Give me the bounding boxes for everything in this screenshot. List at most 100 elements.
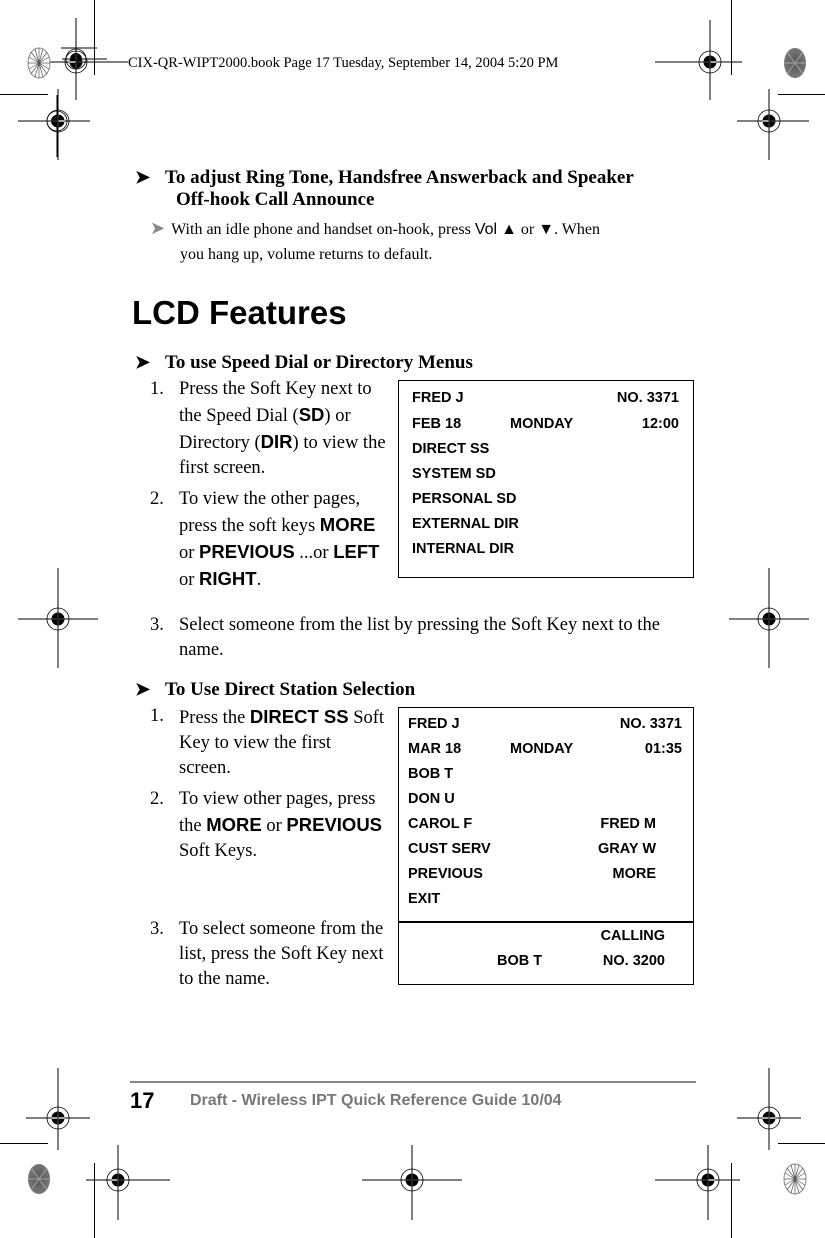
vol-key-label: Vol bbox=[474, 221, 498, 238]
text: ...or bbox=[294, 543, 334, 563]
text: To view other pages, press the bbox=[179, 789, 376, 836]
lcd-calling-name: BOB T bbox=[497, 953, 543, 969]
text: Press the bbox=[179, 708, 250, 728]
page-title: LCD Features bbox=[132, 294, 347, 331]
key-label: MORE bbox=[206, 814, 262, 835]
lcd-menu-personal-sd[interactable]: PERSONAL SD bbox=[412, 491, 517, 507]
key-label: PREVIOUS bbox=[286, 814, 383, 835]
heading-line: To Use Direct Station Selection bbox=[165, 679, 416, 700]
lcd-screen-dss: FRED J NO. 3371 MAR 18 MONDAY 01:35 BOB … bbox=[398, 707, 694, 985]
step-item: 2. To view the other pages, press the so… bbox=[142, 487, 387, 593]
lcd-previous-softkey[interactable]: PREVIOUS bbox=[408, 866, 483, 882]
key-label: LEFT bbox=[333, 541, 380, 562]
text: or bbox=[179, 543, 200, 563]
step-item: 3. To select someone from the list, pres… bbox=[142, 917, 387, 992]
text: ) to view the first screen. bbox=[179, 433, 386, 478]
step-number: 2. bbox=[150, 789, 164, 809]
step-text: To view other pages, press the MORE or P… bbox=[179, 787, 387, 864]
speed-dial-step-3: 3. Select someone from the list by press… bbox=[142, 613, 702, 669]
lcd-station-gray-w[interactable]: GRAY W bbox=[597, 841, 656, 857]
text: . When bbox=[554, 221, 601, 238]
crop-mark bbox=[778, 1143, 825, 1144]
key-label: PREVIOUS bbox=[199, 541, 295, 562]
lcd-extension: NO. 3371 bbox=[619, 716, 682, 732]
lcd-exit-softkey[interactable]: EXIT bbox=[408, 891, 441, 907]
procedure-heading-speed-dial: ➤ To use Speed Dial or Directory Menus bbox=[135, 351, 473, 374]
step-number: 2. bbox=[150, 489, 164, 509]
key-label: DIR bbox=[260, 431, 293, 452]
step-number: 1. bbox=[150, 379, 164, 399]
text: To view the other pages, press the soft … bbox=[179, 489, 361, 536]
lcd-date: MAR 18 bbox=[408, 741, 462, 757]
text: With an idle phone and handset on-hook, … bbox=[171, 221, 475, 238]
heading-line: To use Speed Dial or Directory Menus bbox=[165, 352, 473, 373]
text: . bbox=[256, 570, 262, 590]
lcd-menu-direct-ss[interactable]: DIRECT SS bbox=[412, 441, 490, 457]
lcd-time: 01:35 bbox=[644, 741, 682, 757]
arrow-right-icon: ➤ bbox=[135, 679, 151, 699]
lcd-station-cust-serv[interactable]: CUST SERV bbox=[408, 841, 491, 857]
footer-rule bbox=[130, 1081, 696, 1083]
text: you hang up, volume returns to default. bbox=[180, 246, 433, 263]
ring-tone-instruction: ➤ With an idle phone and handset on-hook,… bbox=[150, 216, 710, 267]
crop-mark bbox=[94, 1163, 95, 1238]
lcd-calling-label: CALLING bbox=[600, 928, 665, 944]
lcd-menu-system-sd[interactable]: SYSTEM SD bbox=[412, 466, 496, 482]
step-text: Press the Soft Key next to the Speed Dia… bbox=[179, 377, 387, 481]
crop-mark bbox=[731, 1163, 732, 1238]
starburst-mark-icon bbox=[783, 1163, 807, 1195]
lcd-menu-internal-dir[interactable]: INTERNAL DIR bbox=[412, 541, 515, 557]
heading-line: Off-hook Call Announce bbox=[176, 189, 375, 210]
procedure-heading-dss: ➤ To Use Direct Station Selection bbox=[135, 678, 415, 701]
gray-arrow-icon: ➤ bbox=[150, 218, 166, 238]
step-number: 3. bbox=[150, 919, 164, 939]
procedure-heading-ring-tone: ➤To adjust Ring Tone, Handsfree Answerba… bbox=[135, 166, 705, 211]
text: ) or Directory ( bbox=[179, 406, 351, 453]
step-number: 1. bbox=[150, 706, 164, 726]
step-text: To view the other pages, press the soft … bbox=[179, 487, 387, 593]
crop-mark bbox=[0, 1143, 48, 1144]
text: Soft Keys. bbox=[179, 841, 258, 861]
volume-up-icon: ▲ bbox=[501, 221, 517, 238]
lcd-user-name: FRED J bbox=[408, 716, 460, 732]
dss-steps: 1. Press the DIRECT SS Soft Key to view … bbox=[142, 704, 387, 870]
volume-down-icon: ▼ bbox=[538, 221, 555, 238]
text: Press the Soft Key next to the Speed Dia… bbox=[179, 379, 372, 426]
lcd-station-carol-f[interactable]: CAROL F bbox=[408, 816, 473, 832]
step-item: 1. Press the Soft Key next to the Speed … bbox=[142, 377, 387, 481]
key-label: MORE bbox=[319, 514, 376, 535]
footer-title: Draft - Wireless IPT Quick Reference Gui… bbox=[190, 1092, 562, 1109]
page-number: 17 bbox=[130, 1088, 155, 1113]
lcd-day: MONDAY bbox=[510, 416, 574, 432]
lcd-divider bbox=[399, 921, 693, 923]
heading-line: To adjust Ring Tone, Handsfree Answerbac… bbox=[165, 167, 634, 188]
lcd-time: 12:00 bbox=[641, 416, 679, 432]
key-label: RIGHT bbox=[199, 568, 257, 589]
text: or bbox=[261, 816, 287, 836]
lcd-station-fred-m[interactable]: FRED M bbox=[600, 816, 656, 832]
text: or bbox=[179, 570, 200, 590]
step-text: Select someone from the list by pressing… bbox=[179, 615, 660, 660]
starburst-mark-icon bbox=[27, 47, 51, 79]
dss-step-3: 3. To select someone from the list, pres… bbox=[142, 917, 387, 998]
step-text: To select someone from the list, press t… bbox=[179, 919, 384, 989]
arrow-right-icon: ➤ bbox=[135, 352, 151, 372]
lcd-screen-speed-dial: FRED J NO. 3371 FEB 18 MONDAY 12:00 DIRE… bbox=[398, 380, 694, 578]
lcd-day: MONDAY bbox=[510, 741, 574, 757]
text: Soft Key to view the first screen. bbox=[179, 708, 385, 778]
crop-mark bbox=[0, 94, 48, 95]
lcd-menu-external-dir[interactable]: EXTERNAL DIR bbox=[412, 516, 519, 532]
lcd-station-bob-t[interactable]: BOB T bbox=[408, 766, 454, 782]
step-item: 3. Select someone from the list by press… bbox=[142, 613, 702, 663]
lcd-station-don-u[interactable]: DON U bbox=[408, 791, 455, 807]
crop-mark bbox=[731, 0, 732, 75]
lcd-calling-number: NO. 3200 bbox=[602, 953, 665, 969]
starburst-mark-icon bbox=[784, 48, 806, 78]
lcd-more-softkey[interactable]: MORE bbox=[612, 866, 657, 882]
lcd-date: FEB 18 bbox=[412, 416, 462, 432]
key-label: DIRECT SS bbox=[249, 706, 349, 727]
lcd-extension: NO. 3371 bbox=[616, 390, 679, 406]
speed-dial-steps: 1. Press the Soft Key next to the Speed … bbox=[142, 377, 387, 599]
key-label: SD bbox=[298, 404, 325, 425]
